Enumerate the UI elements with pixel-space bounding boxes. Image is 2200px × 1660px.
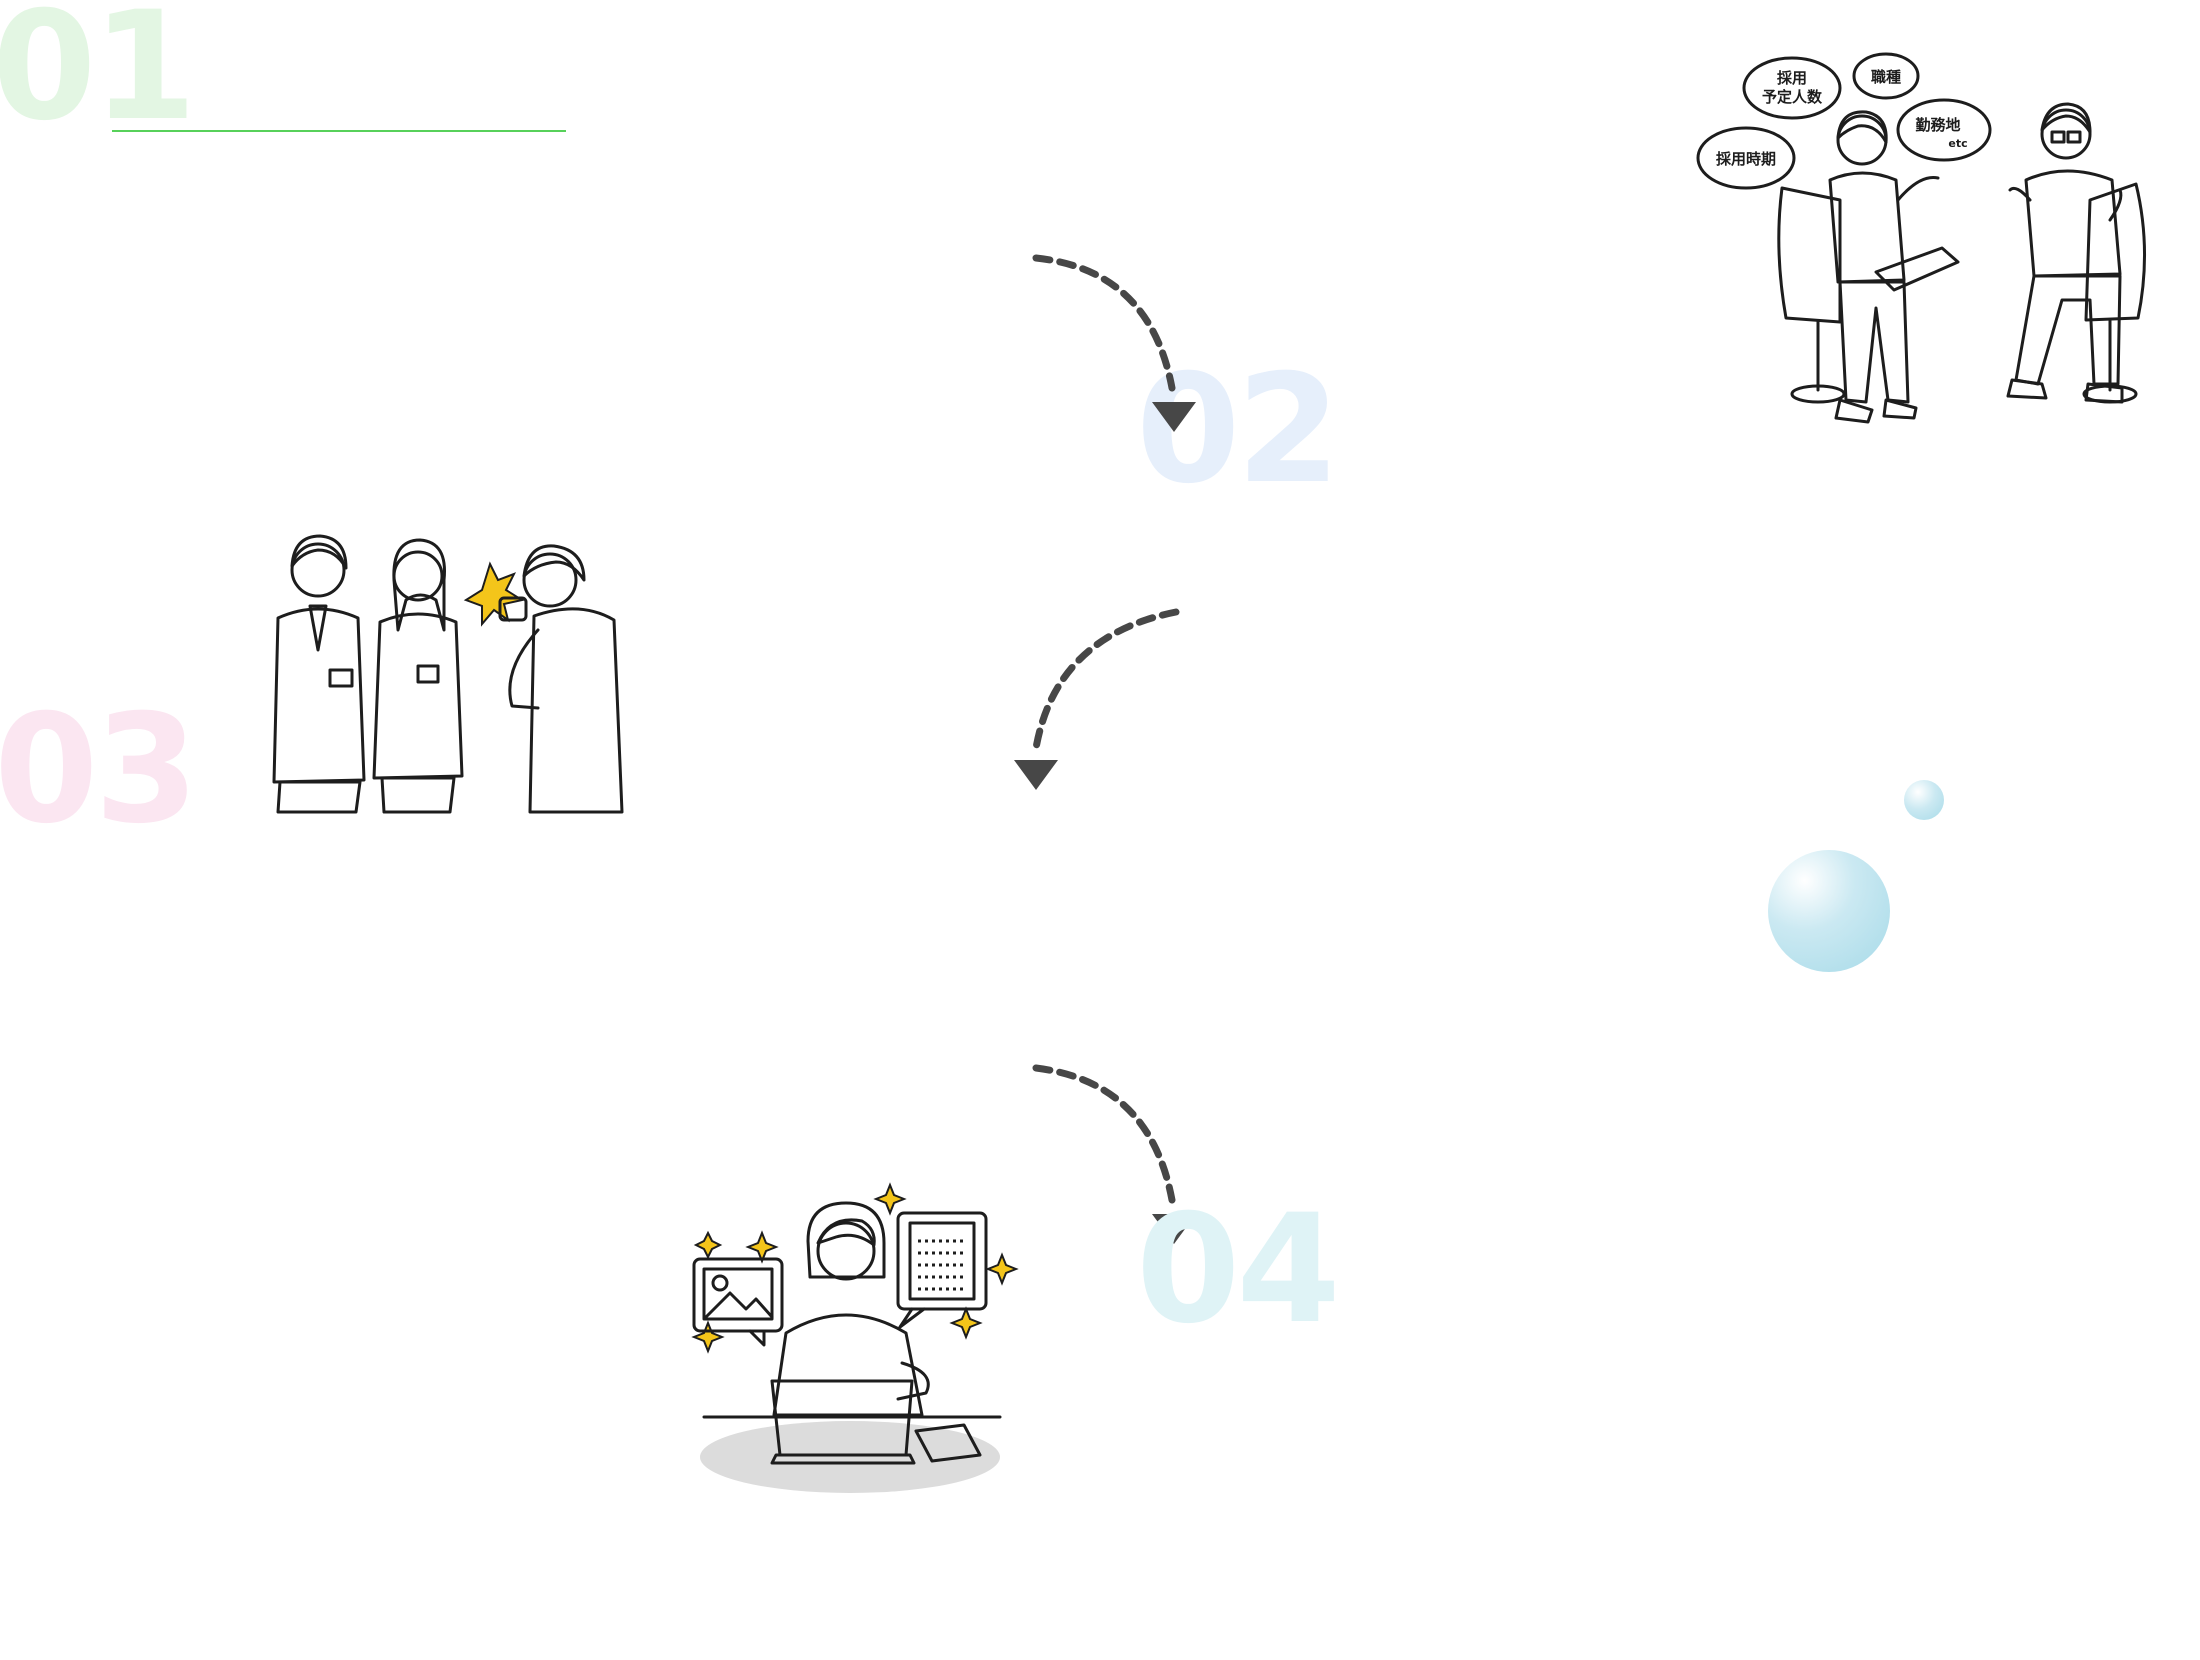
decor-bubble-large — [1768, 850, 1890, 972]
speech-bubble-job-type: 職種 — [1852, 52, 1920, 100]
svg-text:etc: etc — [1948, 137, 1967, 150]
image-icon — [692, 1257, 784, 1347]
step-number-04: 04 — [1136, 1183, 1341, 1357]
speech-bubble-headcount: 採用 予定人数 — [1742, 56, 1842, 120]
svg-text:採用時期: 採用時期 — [1716, 150, 1776, 168]
document-icon — [896, 1211, 988, 1329]
consultation-illustration: 採用 予定人数 職種 勤務地 etc 採用時期 — [1696, 52, 2146, 424]
svg-text:予定人数: 予定人数 — [1762, 88, 1823, 106]
decor-bubble-small — [1904, 780, 1944, 820]
speech-bubble-location: 勤務地 etc — [1896, 98, 1992, 162]
step-number-01: 01 — [0, 0, 197, 154]
step-01-underline — [112, 130, 566, 132]
step-number-03: 03 — [0, 683, 199, 857]
sparkle-icon — [691, 1182, 1019, 1354]
svg-text:採用: 採用 — [1777, 69, 1807, 87]
photo-shoot-illustration — [272, 534, 624, 814]
svg-text:勤務地: 勤務地 — [1915, 116, 1960, 134]
svg-text:職種: 職種 — [1871, 68, 1901, 86]
camera-flash-icon — [463, 561, 525, 627]
speech-bubble-timing: 採用時期 — [1696, 126, 1796, 190]
laptop-work-illustration — [691, 1182, 1019, 1493]
